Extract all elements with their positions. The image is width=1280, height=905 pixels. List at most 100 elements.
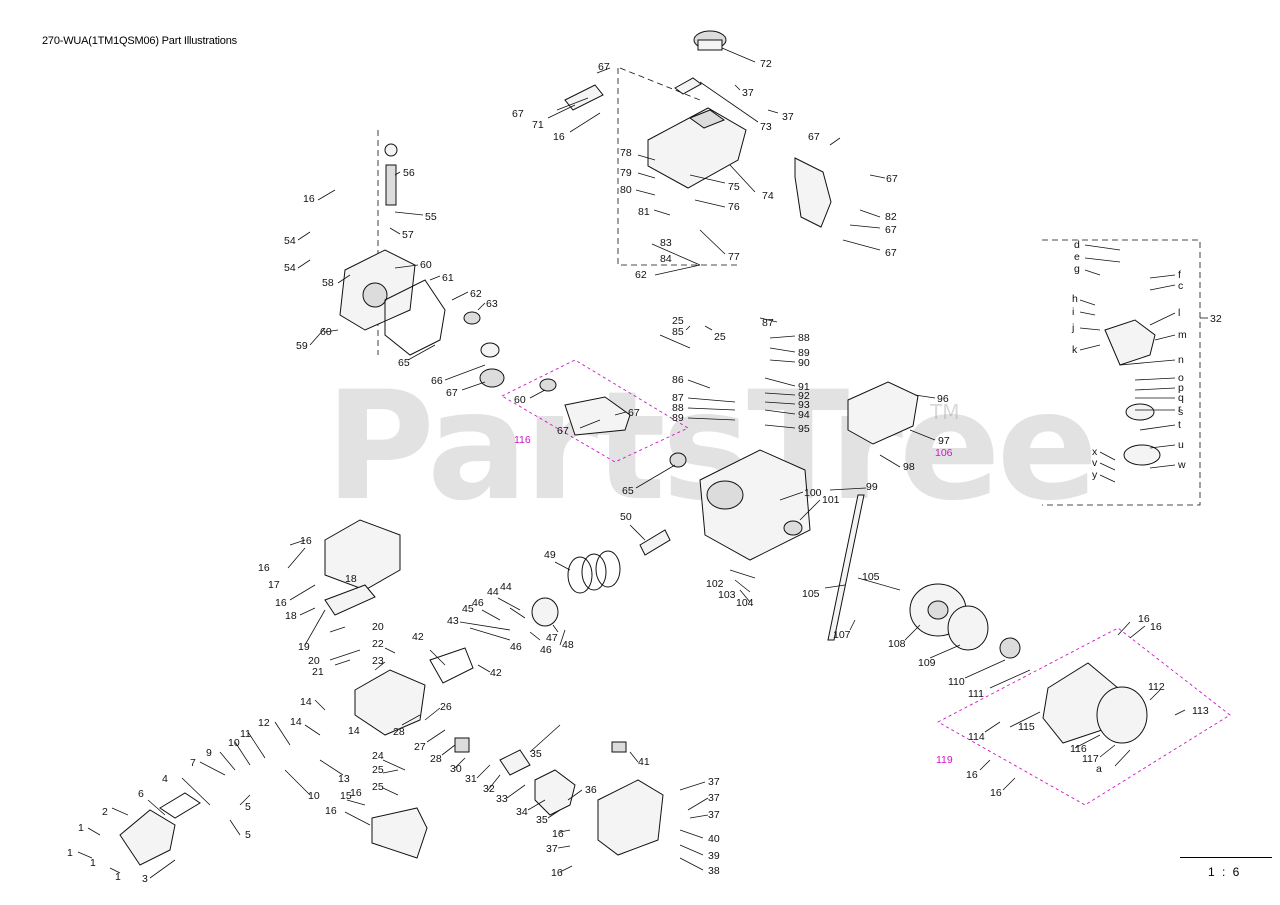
callout-label: j: [1071, 322, 1074, 334]
callout-label: 25: [714, 331, 726, 343]
callout-label: 88: [672, 402, 684, 414]
connecting-rod-shape: [639, 529, 671, 556]
callout-label: 18: [345, 573, 357, 585]
callout-label: 1: [115, 871, 121, 883]
callout-label: 16: [990, 787, 1002, 799]
callout-label: 28: [430, 753, 442, 765]
callout-label: 7: [190, 757, 196, 769]
callout-label: 103: [718, 589, 736, 601]
callout-labels: 72 67 37 67 37 71 73 16 67 78 79 67 75 8…: [67, 58, 1222, 885]
cooling-fan-shape: [947, 605, 989, 651]
callout-label: 46: [540, 644, 552, 656]
callout-label: 16: [1150, 621, 1162, 633]
callout-label: w: [1177, 459, 1186, 471]
callout-label: 41: [638, 756, 650, 768]
callout-label: 19: [298, 641, 310, 653]
callout-label: 37: [708, 776, 720, 788]
callout-label: 76: [728, 201, 740, 213]
callout-label: o: [1178, 372, 1184, 384]
callout-label: 81: [638, 206, 650, 218]
callout-label: 16: [1138, 613, 1150, 625]
callout-label: 9: [206, 747, 212, 759]
scale-rule: [1180, 857, 1272, 858]
callout-label: 82: [885, 211, 897, 223]
air-cleaner-base-shape: [597, 779, 664, 856]
callout-label: 46: [510, 641, 522, 653]
callout-label: 91: [798, 381, 810, 393]
callout-label: t: [1178, 419, 1181, 431]
callout-label: 86: [672, 374, 684, 386]
callout-label: 1: [67, 847, 73, 859]
carburetor-kit-box: [1042, 239, 1201, 506]
spring-shape: [385, 164, 397, 206]
callout-label: 67: [885, 224, 897, 236]
callout-label: 57: [402, 229, 414, 241]
callout-label: 37: [708, 792, 720, 804]
tank-bracket-shape: [564, 84, 604, 111]
callout-label: 100: [804, 487, 822, 499]
callout-label: 6: [138, 788, 144, 800]
callout-label: 14: [290, 716, 302, 728]
callout-label: 102: [706, 578, 724, 590]
watermark-trademark: TM: [930, 400, 960, 424]
callout-label: 31: [465, 773, 477, 785]
callout-label: 16: [966, 769, 978, 781]
callout-label: g: [1074, 263, 1080, 275]
callout-label: 28: [393, 726, 405, 738]
callout-label: x: [1092, 446, 1098, 458]
callout-label: 13: [338, 773, 350, 785]
starter-kit-outline: [937, 627, 1231, 806]
highlight-callout-label: 116: [514, 434, 531, 446]
callout-label: 16: [303, 193, 315, 205]
callout-label: 5: [245, 829, 251, 841]
callout-label: 67: [557, 425, 569, 437]
callout-label: 75: [728, 181, 740, 193]
callout-label: 18: [285, 610, 297, 622]
callout-label: f: [1178, 269, 1181, 281]
callout-label: 32: [1210, 313, 1222, 325]
cylinder-head-shape: [324, 519, 401, 591]
callout-label: q: [1178, 392, 1184, 404]
callout-label: 88: [798, 332, 810, 344]
callout-label: 20: [372, 621, 384, 633]
crankshaft-shape: [564, 396, 631, 436]
callout-label: 44: [500, 581, 512, 593]
piston-shape: [531, 597, 559, 627]
callout-label: 71: [532, 119, 544, 131]
group-outlines: [377, 67, 1231, 806]
callout-label: 14: [348, 725, 360, 737]
gasket-shape: [384, 279, 446, 356]
callout-label: l: [1178, 307, 1180, 319]
highlight-callout-label: 106: [935, 447, 953, 459]
starter-housing-shape: [1096, 686, 1148, 744]
callout-label: 15: [340, 790, 352, 802]
callout-label: n: [1178, 354, 1184, 366]
fuel-tank-group-bracket: [617, 68, 740, 266]
callout-label: 67: [628, 407, 640, 419]
callout-label: 87: [672, 392, 684, 404]
callout-label: r: [1178, 403, 1182, 415]
callout-label: 83: [660, 237, 672, 249]
fuel-tank-shape: [647, 107, 747, 189]
callout-label: 11: [240, 728, 251, 740]
callout-label: 2: [102, 806, 108, 818]
callout-label: 114: [968, 731, 985, 743]
callout-label: 78: [620, 147, 632, 159]
callout-label: 93: [798, 399, 810, 411]
callout-label: 108: [888, 638, 906, 650]
callout-label: 89: [798, 347, 810, 359]
callout-label: 110: [948, 676, 965, 688]
callout-label: 37: [742, 87, 754, 99]
callout-label: 45: [462, 603, 474, 615]
callout-label: 66: [431, 375, 443, 387]
callout-label: 60: [420, 259, 432, 271]
callout-label: 109: [918, 657, 936, 669]
callout-label: 62: [470, 288, 482, 300]
callout-label: e: [1074, 251, 1080, 263]
callout-label: 104: [736, 597, 754, 609]
callout-label: 10: [308, 790, 320, 802]
callout-label: 16: [300, 535, 312, 547]
callout-label: 42: [412, 631, 424, 643]
callout-label: 30: [450, 763, 462, 775]
callout-label: 74: [762, 190, 774, 202]
